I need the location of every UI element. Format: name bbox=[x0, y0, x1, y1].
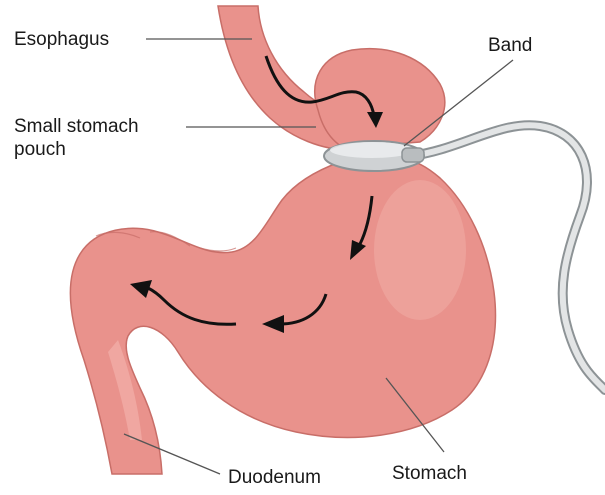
label-small-stomach-pouch-line2: pouch bbox=[14, 138, 139, 161]
band-connector bbox=[402, 148, 424, 162]
label-esophagus: Esophagus bbox=[14, 28, 109, 51]
label-small-stomach-pouch-line1: Small stomach bbox=[14, 115, 139, 138]
label-small-stomach-pouch: Small stomach pouch bbox=[14, 115, 139, 161]
stomach-highlight bbox=[374, 180, 466, 320]
small-stomach-pouch bbox=[315, 49, 445, 148]
label-stomach: Stomach bbox=[392, 462, 467, 485]
label-band: Band bbox=[488, 34, 532, 57]
label-duodenum: Duodenum bbox=[228, 466, 321, 489]
